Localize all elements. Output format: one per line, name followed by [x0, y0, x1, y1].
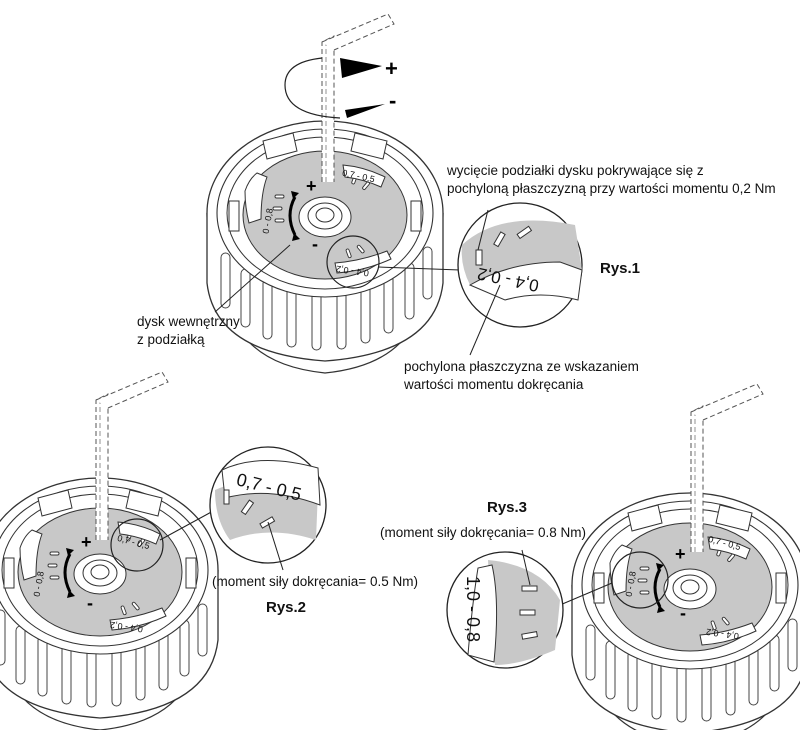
rys3-note-leader: [521, 549, 531, 586]
rys1-disc-plus: +: [306, 176, 317, 196]
rys1-detail-leader: [377, 266, 461, 271]
rys2-torque-note: (moment siły dokręcania= 0.5 Nm): [212, 574, 418, 589]
rys3-detail-leader: [559, 582, 613, 606]
rys3-caption: Rys.3: [487, 499, 528, 516]
rys1-disc-minus: -: [312, 234, 318, 254]
rys3-valve-head: [570, 491, 800, 730]
rys2-disc-plus: +: [81, 532, 92, 552]
inclined-plane-leader: [469, 284, 501, 356]
rotation-plus-label: +: [385, 56, 398, 81]
rys2-detail-magnifier: [209, 446, 327, 564]
rys3-disc-plus: +: [675, 544, 686, 564]
rotation-arrow-icon: [284, 57, 385, 119]
cutout-annotation-line-2: pochyloną płaszczyzną przy wartości mome…: [447, 181, 776, 196]
cutout-annotation: wycięcie podziałki dysku pokrywające się…: [447, 162, 776, 198]
inclined-plane-annotation: pochylona płaszczyzna ze wskazaniem wart…: [404, 358, 639, 394]
rotation-minus-label: -: [389, 88, 397, 113]
cutout-leader: [477, 209, 489, 251]
inner-disc-annotation-line-1: dysk wewnętrzny: [137, 314, 240, 329]
rys2-detail-marker: [110, 518, 164, 572]
rys1-detail-magnifier: [457, 202, 583, 328]
inner-disc-annotation-line-2: z podziałką: [137, 332, 205, 347]
rys2-detail-leader: [159, 509, 216, 541]
rys1-caption: Rys.1: [600, 260, 641, 277]
rys2-caption: Rys.2: [266, 599, 307, 616]
inclined-plane-annotation-line-1: pochylona płaszczyzna ze wskazaniem: [404, 359, 639, 374]
inner-disc-annotation: dysk wewnętrzny z podziałką: [137, 313, 240, 349]
rys3-detail-scale: 1,0 - 0,8: [463, 575, 484, 643]
rys3-torque-note: (moment siły dokręcania= 0.8 Nm): [380, 525, 586, 540]
rys3-detail-marker: [611, 551, 669, 609]
rys3-disc-minus: -: [680, 603, 686, 623]
rys2-valve-head: [0, 476, 220, 730]
inclined-plane-annotation-line-2: wartości momentu dokręcania: [404, 377, 584, 392]
rys2-note-leader: [267, 521, 284, 571]
rys1-detail-marker: [326, 235, 380, 289]
inner-disc-leader: [214, 244, 291, 313]
rys3-detail-magnifier: [446, 551, 564, 669]
cutout-annotation-line-1: wycięcie podziałki dysku pokrywające się…: [447, 163, 704, 178]
rys2-disc-minus: -: [87, 593, 93, 613]
